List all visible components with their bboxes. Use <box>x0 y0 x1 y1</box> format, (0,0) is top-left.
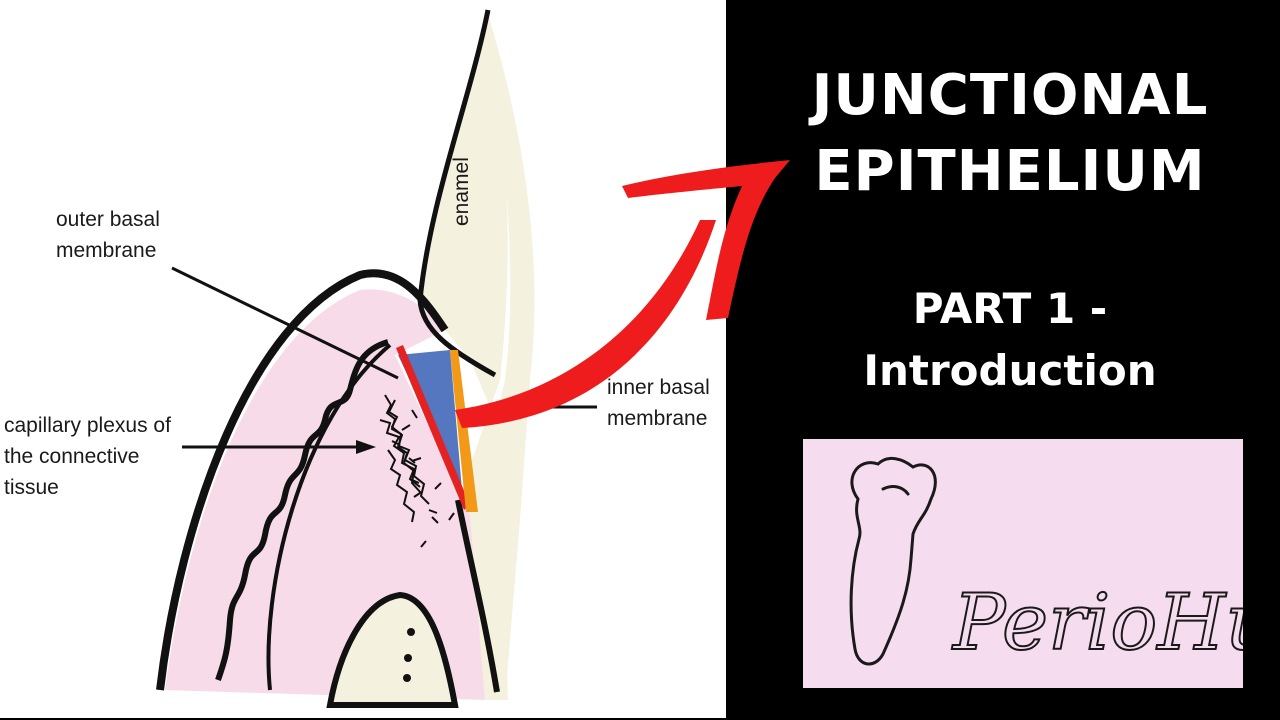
outer-basal-label-line2: membrane <box>56 239 157 262</box>
part-label: PART 1 - <box>912 284 1108 333</box>
title-line1: JUNCTIONAL <box>811 63 1209 128</box>
title-block: JUNCTIONAL EPITHELIUM PART 1 - Introduct… <box>760 58 1260 402</box>
inner-basal-label-line1: inner basal <box>607 376 710 399</box>
capillary-plexus <box>379 394 455 548</box>
capillary-label-line2: the connective <box>4 445 140 468</box>
inner-basal-membrane-label: inner basal membrane <box>607 372 710 434</box>
tooth-icon <box>849 456 937 666</box>
inner-basal-label-line2: membrane <box>607 407 708 430</box>
capillary-label-line3: tissue <box>4 476 59 499</box>
capillary-plexus-label: capillary plexus of the connective tissu… <box>4 410 171 503</box>
logo-artwork: PerioHub <box>849 456 1280 669</box>
enamel-label: enamel <box>450 157 473 226</box>
capillary-arrowhead <box>356 440 376 454</box>
diagram-panel: enamel outer basal membrane inner basal … <box>0 0 726 718</box>
outer-basal-membrane <box>396 345 470 510</box>
part-subtitle: Introduction <box>863 346 1157 395</box>
gingiva-outline <box>156 269 449 691</box>
tooth-body-fill <box>470 14 535 700</box>
outer-basal-label-line1: outer basal <box>56 208 160 231</box>
perio-hub-logo: PerioHub <box>803 439 1280 688</box>
outer-basal-membrane-label: outer basal membrane <box>56 204 160 266</box>
title-line2: EPITHELIUM <box>814 139 1206 204</box>
capillary-label-line1: capillary plexus of <box>4 414 171 437</box>
rete-ridges-line <box>215 339 389 681</box>
junctional-epithelium-diagram <box>156 9 597 708</box>
outer-basal-pointer <box>171 266 399 380</box>
alveolar-bone <box>326 591 459 708</box>
sulcus-boundary <box>266 343 392 691</box>
logo-text: PerioHub <box>951 578 1243 668</box>
tooth-surface-line <box>455 499 500 693</box>
enamel-outline <box>417 9 497 378</box>
